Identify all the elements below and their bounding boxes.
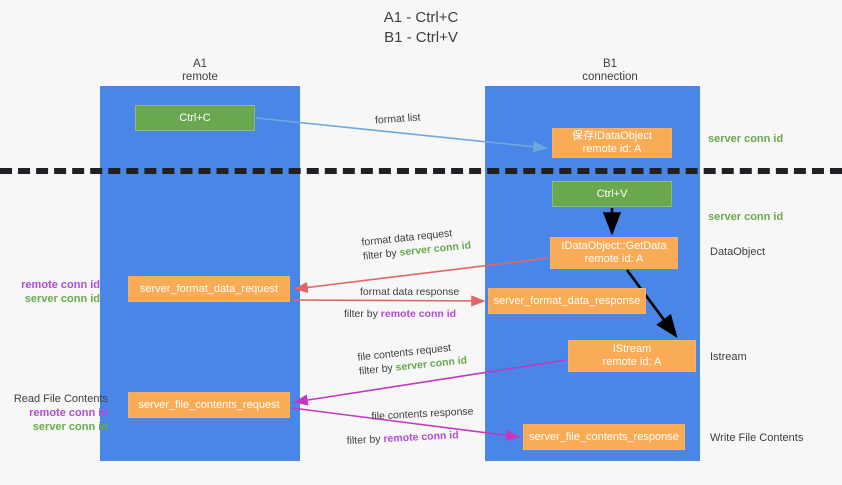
node-istream-label: IStream <box>612 343 652 355</box>
edge-label-format-data-request: format data request filter by server con… <box>361 224 472 263</box>
annotation-istream: Istream <box>710 351 747 363</box>
node-server-file-contents-response-label: server_file_contents_response <box>529 430 679 443</box>
node-getdata-sublabel: remote id: A <box>584 253 644 265</box>
node-getdata-label: IDataObject::GetData <box>561 240 667 252</box>
node-server-format-data-response[interactable]: server_format_data_response <box>488 288 646 314</box>
node-ctrl-v[interactable]: Ctrl+V <box>552 181 672 207</box>
node-server-file-contents-request[interactable]: server_file_contents_request <box>128 392 290 418</box>
annotation-write-file-contents: Write File Contents <box>710 432 804 444</box>
annotation-server-conn-id: server conn id <box>32 421 108 433</box>
node-istream[interactable]: IStream remote id: A <box>568 340 696 372</box>
filter-prefix: filter by <box>362 246 401 263</box>
node-ctrl-c[interactable]: Ctrl+C <box>135 105 255 131</box>
node-ctrl-v-label: Ctrl+V <box>596 187 628 200</box>
filter-key-remote-conn-id: remote conn id <box>380 308 457 320</box>
edge-label-format-data-response-filter: filter by remote conn id <box>344 307 459 321</box>
filter-key-remote-conn-id: remote conn id <box>383 429 459 446</box>
annotation-server-conn-id-mid: server conn id <box>708 211 784 223</box>
edge-label-format-list-text: format list <box>374 111 421 127</box>
annotation-remote-conn-id: remote conn id <box>21 279 100 291</box>
node-ctrl-c-label: Ctrl+C <box>179 111 211 124</box>
filter-prefix: filter by <box>346 433 384 448</box>
node-server-file-contents-response[interactable]: server_file_contents_response <box>523 424 685 450</box>
title-line-1: A1 - Ctrl+C <box>383 9 459 26</box>
node-idataobject-getdata[interactable]: IDataObject::GetData remote id: A <box>550 237 678 269</box>
node-save-idataobject-sublabel: remote id: A <box>582 143 642 155</box>
edge-label-format-list: format list <box>375 110 421 127</box>
annotation-read-file-contents: Read File Contents <box>13 393 108 405</box>
node-save-idataobject[interactable]: 保存IDataObject remote id: A <box>552 128 672 158</box>
column-header-b1: B1 connection <box>540 58 680 84</box>
column-a1-role: remote <box>182 71 218 83</box>
page-title: A1 - Ctrl+C B1 - Ctrl+V <box>0 8 842 48</box>
edge-label-file-contents-request: file contents request filter by server c… <box>357 339 468 378</box>
annotation-read-file-contents-group: Read File Contents remote conn id server… <box>8 392 108 434</box>
annotation-server-conn-id: server conn id <box>24 293 100 305</box>
edge-label-file-contents-response-filter: filter by remote conn id <box>346 427 475 448</box>
annotation-dataobject: DataObject <box>710 246 766 258</box>
node-server-format-data-response-label: server_format_data_response <box>493 294 641 307</box>
filter-prefix: filter by <box>358 361 397 378</box>
edge-label-format-data-response-title: format data response <box>360 286 460 298</box>
node-server-file-contents-request-label: server_file_contents_request <box>138 398 280 411</box>
title-line-2: B1 - Ctrl+V <box>384 29 458 46</box>
column-b1-role: connection <box>582 71 638 83</box>
annotation-server-conn-id-top: server conn id <box>708 133 784 145</box>
column-b1-name: B1 <box>602 58 618 70</box>
column-a1-name: A1 <box>192 58 208 70</box>
filter-prefix: filter by <box>344 308 381 320</box>
edge-label-file-contents-response-title: file contents response <box>371 405 474 423</box>
edge-label-format-data-response: format data response filter by remote co… <box>344 285 460 321</box>
annotation-conn-ids-format: remote conn id server conn id <box>8 278 100 306</box>
node-istream-sublabel: remote id: A <box>602 356 662 368</box>
node-server-format-data-request-label: server_format_data_request <box>139 282 279 295</box>
edge-label-file-contents-response: file contents response filter by remote … <box>346 404 475 447</box>
node-save-idataobject-label: 保存IDataObject <box>571 130 653 142</box>
phase-divider <box>0 168 842 174</box>
node-server-format-data-request[interactable]: server_format_data_request <box>128 276 290 302</box>
annotation-remote-conn-id: remote conn id <box>29 407 108 419</box>
column-header-a1: A1 remote <box>130 58 270 84</box>
